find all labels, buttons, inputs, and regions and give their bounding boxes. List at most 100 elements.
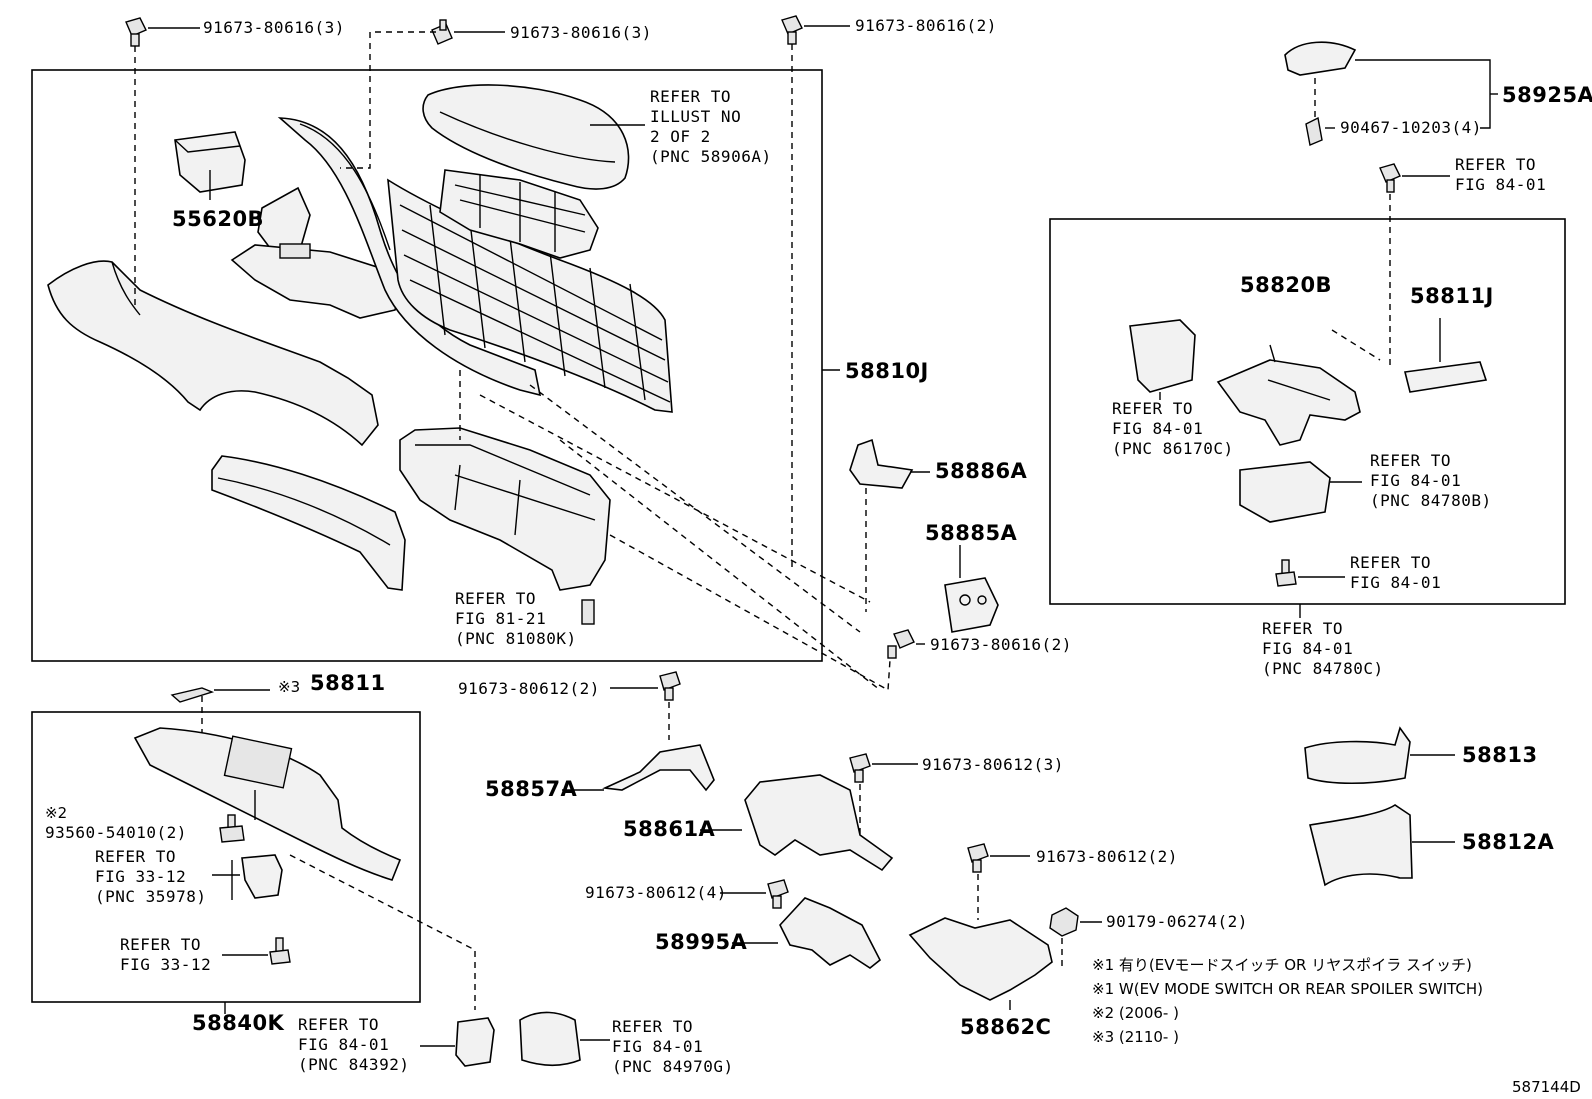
bolt-icon[interactable] xyxy=(431,19,453,45)
connector-81080K[interactable] xyxy=(581,599,595,625)
shift-panel-group-box xyxy=(1049,218,1566,605)
svg-text:REFER TO: REFER TO xyxy=(1262,619,1343,638)
footnote-3: ※3 (2110- ) xyxy=(1092,1028,1179,1046)
footnotes: ※1 有り(EVモードスイッチ OR リヤスポイラ スイッチ) ※1 W(EV … xyxy=(1092,956,1483,1046)
bolt-label-top-right: 91673-80616(2) xyxy=(855,16,997,35)
part-number-58861A: 58861A xyxy=(623,817,716,841)
pnc-84392-refer-note: REFER TO FIG 84-01 (PNC 84392) xyxy=(298,1015,409,1074)
console-box[interactable] xyxy=(399,427,611,591)
diagram-id: 587144D xyxy=(1512,1078,1581,1096)
bracket-58862C[interactable] xyxy=(908,917,1053,1001)
fig-33-12-refer-note: REFER TO FIG 33-12 xyxy=(120,935,211,974)
unit-84780B[interactable] xyxy=(1239,461,1331,523)
bolt-label-top-left: 91673-80616(3) xyxy=(203,18,345,37)
bolt-label-58861: 91673-80612(3) xyxy=(922,755,1064,774)
svg-text:FIG 33-12: FIG 33-12 xyxy=(120,955,211,974)
panel-58812A[interactable] xyxy=(1309,804,1413,887)
svg-text:(PNC 84780B): (PNC 84780B) xyxy=(1370,491,1492,510)
console-side-panel-left[interactable] xyxy=(47,260,379,447)
bolt-icon[interactable] xyxy=(887,629,915,659)
armrest-refer-note: REFER TO ILLUST NO 2 OF 2 (PNC 58906A) xyxy=(650,87,772,166)
switch-84970G[interactable] xyxy=(519,1011,581,1067)
console-bracket-small[interactable] xyxy=(257,186,311,251)
bolt-icon[interactable] xyxy=(849,753,871,783)
bolt-icon[interactable] xyxy=(659,671,681,701)
switch-86170C[interactable] xyxy=(1129,319,1196,393)
nut-icon[interactable] xyxy=(1049,907,1079,937)
fig-84-01-refer-note-top: REFER TO FIG 84-01 xyxy=(1455,155,1546,194)
console-lower-panel[interactable] xyxy=(211,455,406,591)
nut-label-90179: 90179-06274(2) xyxy=(1106,912,1248,931)
bolt-icon[interactable] xyxy=(125,17,147,47)
svg-text:(PNC 86170C): (PNC 86170C) xyxy=(1112,439,1234,458)
part-number-58862C: 58862C xyxy=(960,1015,1051,1039)
part-number-58820B: 58820B xyxy=(1240,273,1332,297)
pnc-84970G-refer-note: REFER TO FIG 84-01 (PNC 84970G) xyxy=(612,1017,733,1076)
footnote-1-jp: ※1 有り(EVモードスイッチ OR リヤスポイラ スイッチ) xyxy=(1092,956,1472,974)
bolt-label-top-mid: 91673-80616(3) xyxy=(510,23,652,42)
svg-text:(PNC 84392): (PNC 84392) xyxy=(298,1055,409,1074)
clip-label-90467: 90467-10203(4) xyxy=(1340,118,1482,137)
svg-text:REFER TO: REFER TO xyxy=(1350,553,1431,572)
fig-84-01-refer-note-screw: REFER TO FIG 84-01 xyxy=(1350,553,1441,592)
bracket-58857A[interactable] xyxy=(602,744,715,792)
svg-text:FIG 84-01: FIG 84-01 xyxy=(1455,175,1546,194)
part-number-58812A: 58812A xyxy=(1462,830,1555,854)
cover-58925A[interactable] xyxy=(1284,41,1357,76)
part-number-58840K: 58840K xyxy=(192,1011,285,1035)
svg-text:(PNC 58906A): (PNC 58906A) xyxy=(650,147,772,166)
svg-text:(PNC 81080K): (PNC 81080K) xyxy=(455,629,577,648)
part-number-55620B: 55620B xyxy=(172,207,264,231)
bolt-icon[interactable] xyxy=(967,843,989,873)
bolt-icon[interactable] xyxy=(781,15,803,45)
svg-text:FIG 84-01: FIG 84-01 xyxy=(1370,471,1461,490)
bolt-label-58995: 91673-80612(4) xyxy=(585,883,727,902)
plate-58885A[interactable] xyxy=(944,577,999,633)
screw-icon[interactable] xyxy=(219,814,245,843)
grille-mesh xyxy=(399,204,671,403)
shift-bezel-58820B[interactable] xyxy=(1216,359,1361,446)
mark-3-label: ※3 xyxy=(278,678,300,696)
svg-text:REFER TO: REFER TO xyxy=(95,847,176,866)
trim-plate-58811[interactable] xyxy=(170,687,215,703)
part-number-58925A: 58925A xyxy=(1502,83,1592,107)
footnote-2: ※2 (2006- ) xyxy=(1092,1004,1179,1022)
main-console-group-box xyxy=(31,69,823,662)
center-trim-strip[interactable] xyxy=(277,117,542,397)
svg-text:FIG 84-01: FIG 84-01 xyxy=(612,1037,703,1056)
trim-58811J[interactable] xyxy=(1404,361,1488,393)
svg-text:2 OF 2: 2 OF 2 xyxy=(650,127,711,146)
svg-text:REFER TO: REFER TO xyxy=(612,1017,693,1036)
screw-icon[interactable] xyxy=(269,937,291,965)
switch-84392[interactable] xyxy=(455,1017,495,1067)
part-number-58885A: 58885A xyxy=(925,521,1018,545)
part-number-58857A: 58857A xyxy=(485,777,578,801)
screw-icon[interactable] xyxy=(1379,163,1401,193)
switch-35978[interactable] xyxy=(241,854,283,899)
clip-icon[interactable] xyxy=(1305,116,1323,146)
pnc-84780B-refer-note: REFER TO FIG 84-01 (PNC 84780B) xyxy=(1370,451,1492,510)
screw-icon[interactable] xyxy=(1275,559,1297,587)
part-number-58813: 58813 xyxy=(1462,743,1538,767)
svg-text:(PNC 35978): (PNC 35978) xyxy=(95,887,206,906)
mark-2-label: ※2 xyxy=(45,804,67,822)
svg-text:FIG 84-01: FIG 84-01 xyxy=(1350,573,1441,592)
armrest-lid[interactable] xyxy=(422,84,630,190)
part-number-58886A: 58886A xyxy=(935,459,1028,483)
footnote-1-en: ※1 W(EV MODE SWITCH OR REAR SPOILER SWIT… xyxy=(1092,980,1483,998)
rear-panel-group-box xyxy=(31,711,421,1003)
bracket-58886A[interactable] xyxy=(849,438,914,489)
svg-text:REFER TO: REFER TO xyxy=(1370,451,1451,470)
svg-text:FIG 84-01: FIG 84-01 xyxy=(298,1035,389,1054)
bolt-icon[interactable] xyxy=(767,879,789,909)
svg-text:REFER TO: REFER TO xyxy=(1112,399,1193,418)
part-number-58811: 58811 xyxy=(310,671,386,695)
bolt-label-58862: 91673-80612(2) xyxy=(1036,847,1178,866)
bracket-58861A[interactable] xyxy=(744,774,894,872)
bracket-58995A[interactable] xyxy=(779,897,882,969)
svg-text:REFER TO: REFER TO xyxy=(650,87,731,106)
bolt-label-58857: 91673-80612(2) xyxy=(458,679,600,698)
part-number-58995A: 58995A xyxy=(655,930,748,954)
trim-58813[interactable] xyxy=(1304,726,1411,785)
